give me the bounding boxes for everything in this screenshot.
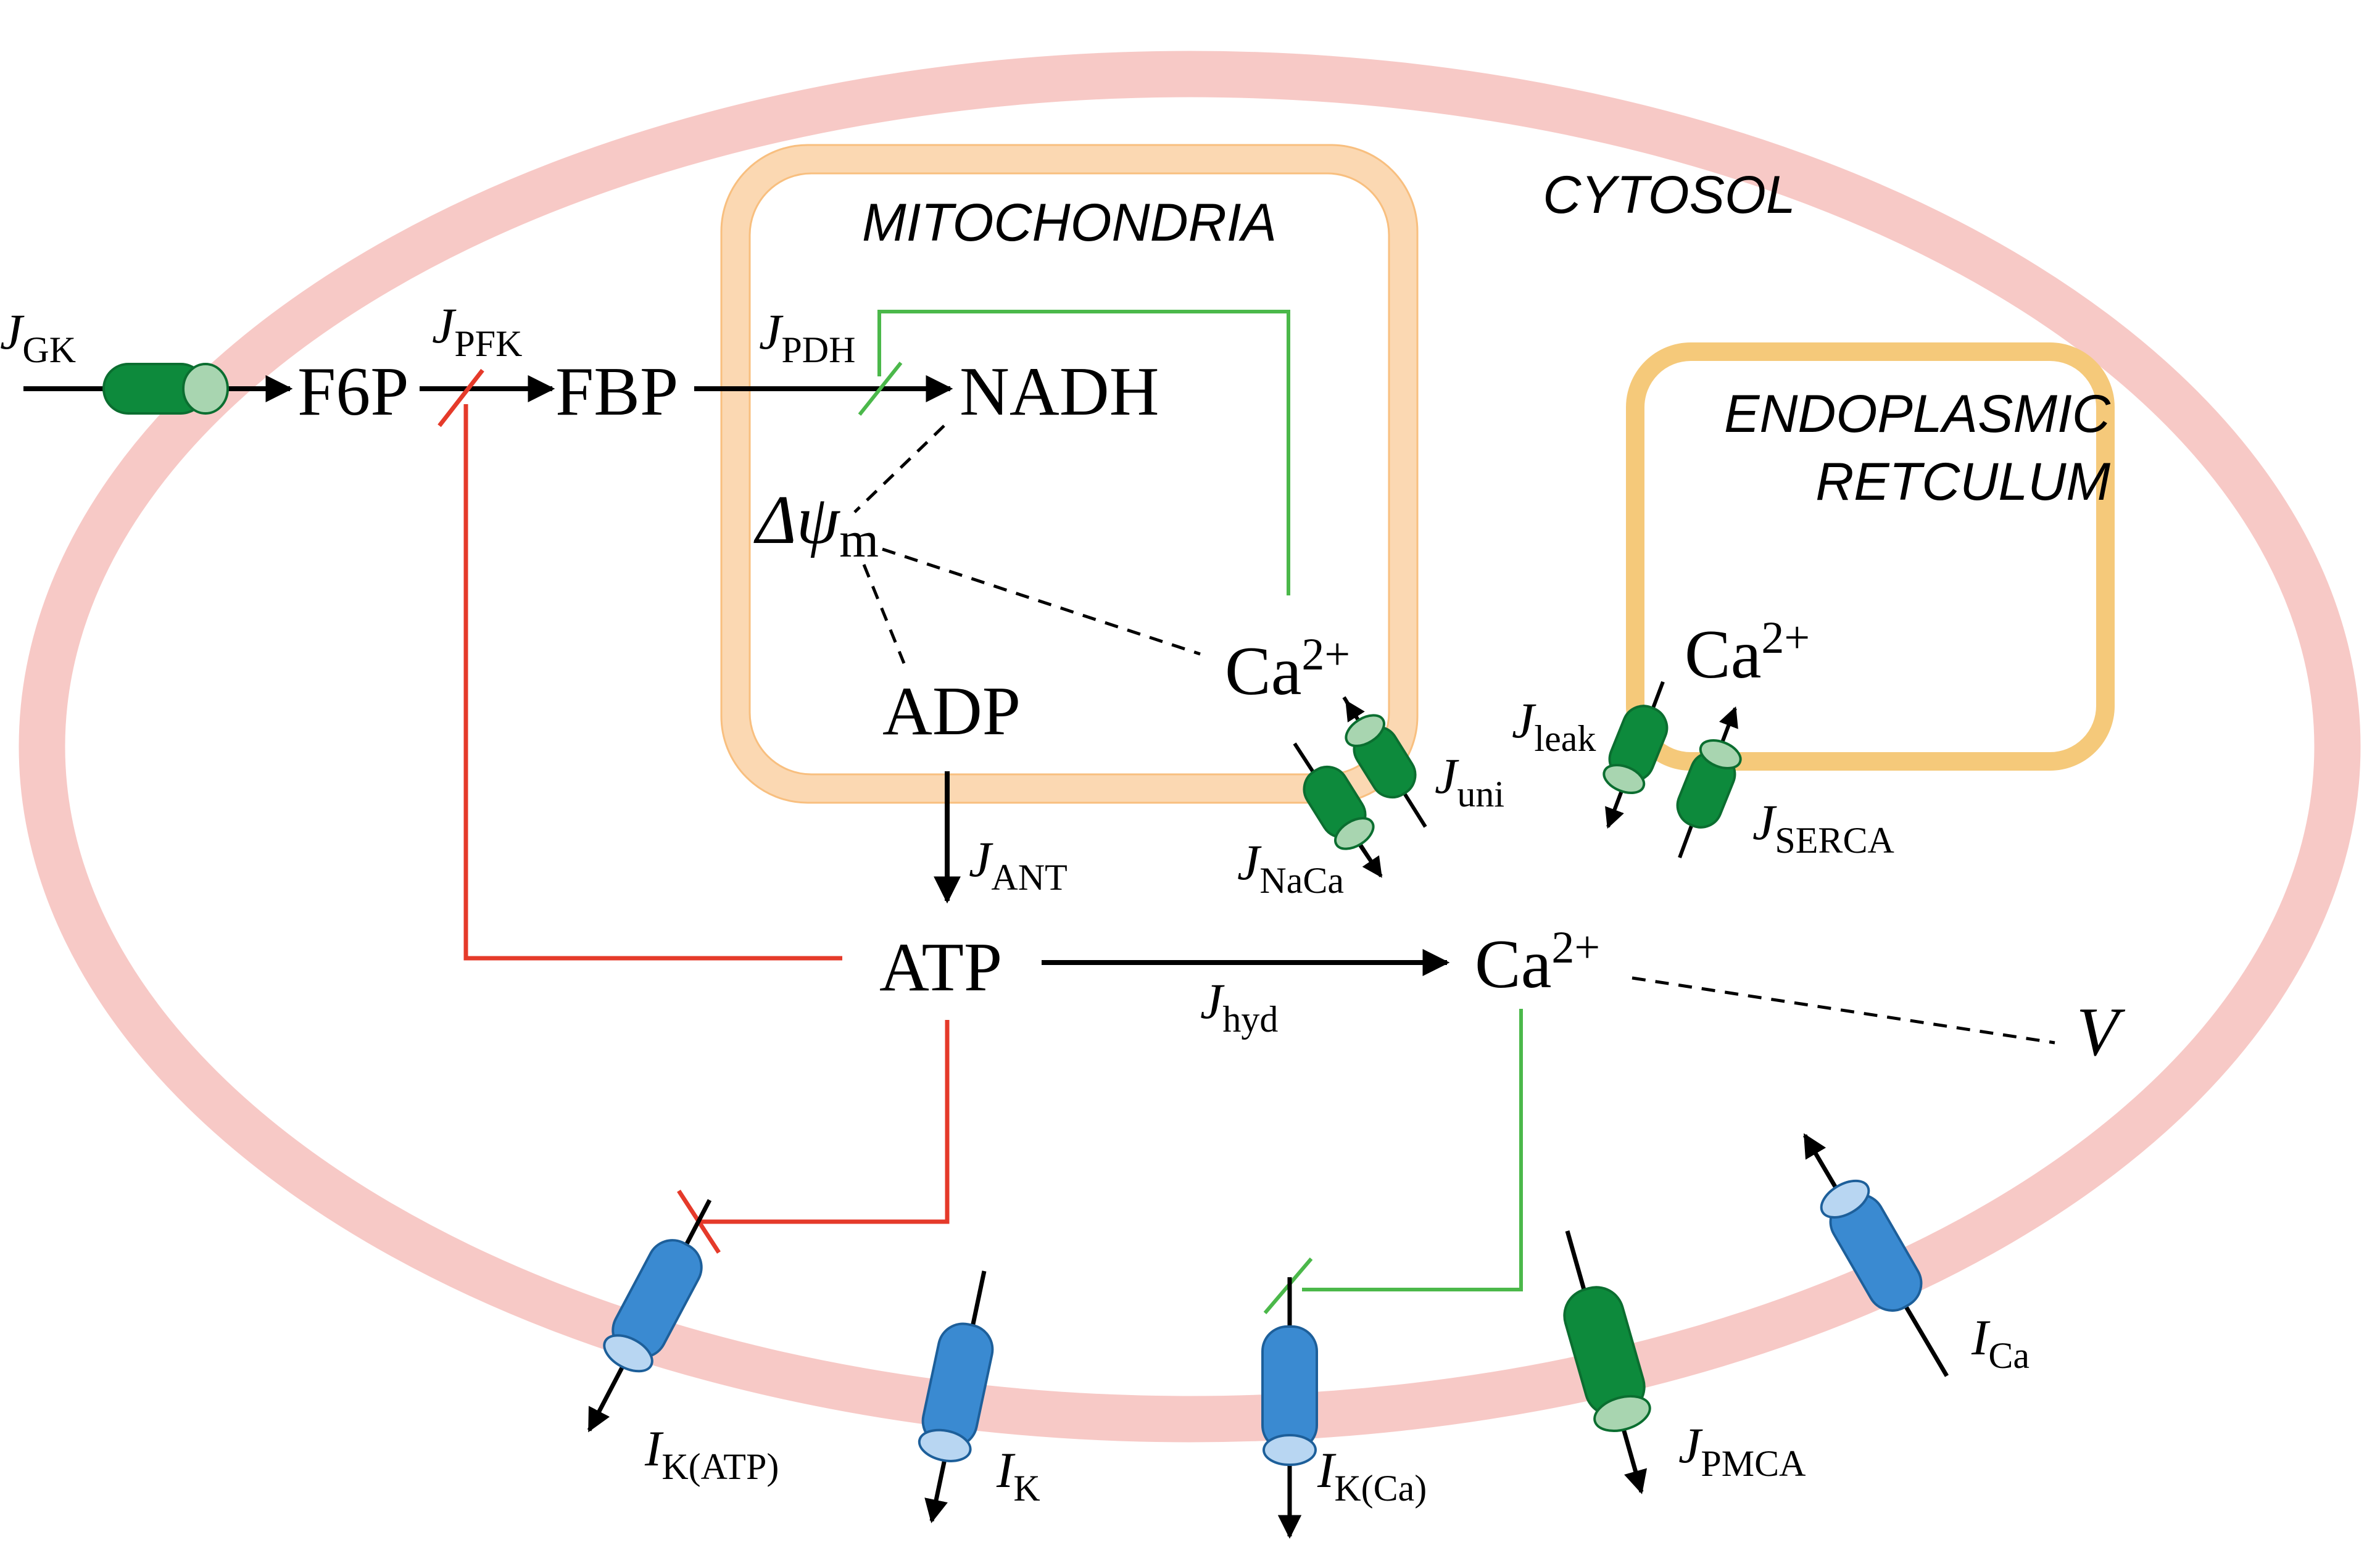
- ica-label: ICa: [1971, 1309, 2030, 1376]
- delta-psi-label: Δψm: [753, 482, 879, 568]
- ca-mito-label: Ca2+: [1225, 629, 1350, 710]
- juni-label: Juni: [1435, 748, 1504, 814]
- kca-channel: [1261, 1277, 1318, 1539]
- ca-channel: [1802, 1133, 1949, 1377]
- ikatp-label: IK(ATP): [644, 1420, 779, 1487]
- er-compartment: [1626, 342, 2115, 771]
- gk-channel: [102, 363, 229, 415]
- voltage-label: V: [2076, 994, 2126, 1071]
- jpmca-label: JPMCA: [1678, 1417, 1806, 1484]
- ikca-label: IK(Ca): [1317, 1442, 1427, 1509]
- fbp-label: FBP: [555, 354, 678, 430]
- uniporter-channel: [1342, 696, 1427, 828]
- k-channel: [918, 1270, 994, 1523]
- mitochondria-label: MITOCHONDRIA: [862, 193, 1277, 252]
- leak-channel: [1603, 681, 1669, 829]
- nadh-label: NADH: [960, 354, 1159, 430]
- ca-er-label: Ca2+: [1685, 613, 1810, 693]
- serca-channel: [1676, 706, 1742, 859]
- er-label-line2: RETCULUM: [1815, 452, 2110, 512]
- jnaca-label: JNaCa: [1237, 834, 1344, 901]
- jhyd-label: Jhyd: [1200, 973, 1278, 1040]
- pmca-channel: [1563, 1230, 1651, 1494]
- ca-activation-pdh: [858, 310, 1290, 595]
- jleak-label: Jleak: [1512, 692, 1596, 759]
- katp-channel: [587, 1199, 712, 1433]
- naca-channel: [1293, 742, 1383, 878]
- adp-label: ADP: [882, 673, 1021, 750]
- ik-label: IK: [996, 1442, 1040, 1509]
- atp-inhibition-katp: [677, 1020, 950, 1254]
- jpfk-label: JPFK: [432, 297, 522, 364]
- f6p-label: F6P: [297, 354, 409, 430]
- mitochondria-compartment: [721, 145, 1417, 803]
- ca-activation-kca: [1263, 1009, 1523, 1314]
- jant-label: JANT: [969, 831, 1068, 898]
- jpdh-label: JPDH: [759, 304, 855, 370]
- cell-membrane: [19, 51, 2361, 1443]
- cytosol-label: CYTOSOL: [1543, 165, 1795, 225]
- ca-cyt-label: Ca2+: [1475, 922, 1600, 1003]
- atp-label: ATP: [879, 929, 1002, 1006]
- atp-inhibition-pfk: [437, 368, 842, 961]
- jserca-label: JSERCA: [1752, 794, 1894, 861]
- jgk-label: JGK: [0, 304, 76, 370]
- er-label-line1: ENDOPLASMIC: [1724, 384, 2111, 444]
- coupling-lines: [853, 425, 2055, 1045]
